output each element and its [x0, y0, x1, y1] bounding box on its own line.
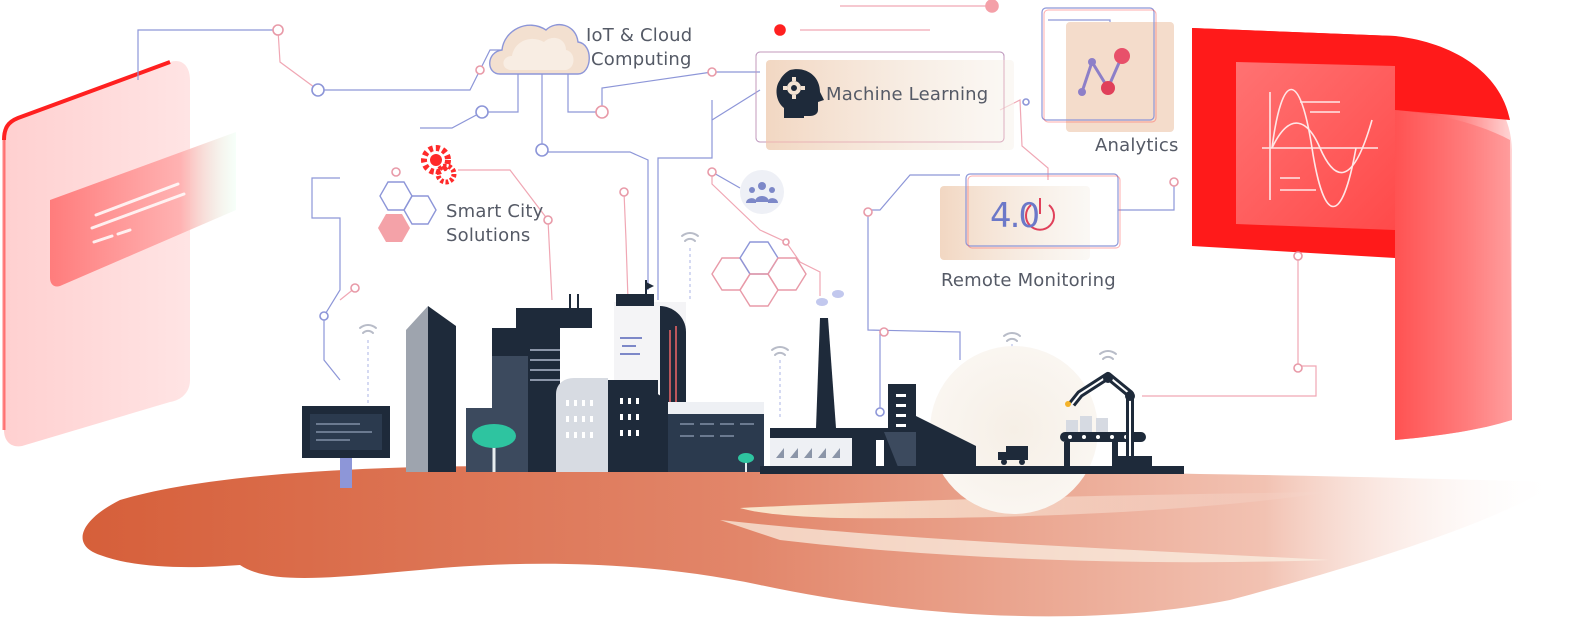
wifi-icon — [1099, 350, 1117, 360]
smart-city-label: Smart City Solutions — [446, 200, 543, 248]
wifi-icon — [681, 232, 699, 242]
line-graph-icon — [1078, 48, 1130, 96]
city-skyline — [302, 280, 764, 488]
analytics-card — [1041, 7, 1174, 132]
ground — [82, 466, 1561, 617]
gears-icon — [421, 145, 457, 185]
iot-cloud-label-line2: Computing — [591, 49, 692, 70]
wifi-icon — [1003, 332, 1021, 342]
robot-arm-icon — [1060, 372, 1152, 468]
machine-learning-label: Machine Learning — [826, 84, 989, 105]
tree — [472, 424, 516, 472]
circuit-nodes — [272, 0, 1303, 417]
power-icon — [1025, 198, 1055, 231]
wifi-icon — [771, 346, 789, 356]
iot-cloud-label-line1: IoT & Cloud — [586, 25, 693, 46]
remote-monitoring-card — [940, 173, 1121, 260]
hexagon-cluster-center — [711, 241, 807, 307]
wifi-icon — [359, 324, 377, 334]
smart-city-label-line1: Smart City — [446, 201, 544, 222]
iot-cloud-label: IoT & Cloud Computing — [586, 24, 692, 72]
tree — [738, 453, 754, 472]
smart-city-label-line2: Solutions — [446, 225, 531, 246]
people-icon — [740, 170, 784, 214]
analytics-label: Analytics — [1095, 135, 1179, 156]
machine-learning-card — [755, 51, 1014, 150]
remote-monitoring-label: Remote Monitoring — [941, 270, 1116, 291]
wave-graph-icon — [1262, 88, 1378, 208]
cloud-icon — [489, 23, 590, 75]
factory — [760, 290, 1184, 474]
billboard — [302, 406, 390, 488]
industry-badge: 4.0 — [990, 196, 1040, 236]
hexagon-cluster-left — [378, 181, 437, 242]
truck-icon — [998, 446, 1028, 465]
right-curved-screen — [1192, 28, 1512, 440]
left-tablet-panel — [2, 60, 236, 447]
gear-brain-icon — [776, 69, 824, 118]
